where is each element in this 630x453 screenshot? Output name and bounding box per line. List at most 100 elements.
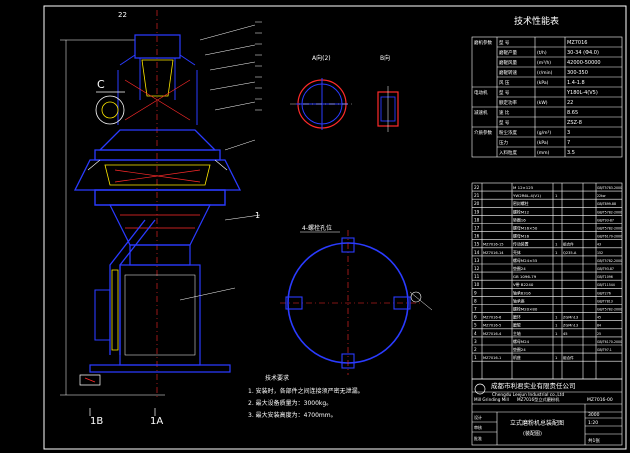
tech-params-row: 介质参数粉尘浓度 (g/m³) 3 bbox=[474, 129, 570, 136]
parts-list-name: 壳体 bbox=[513, 250, 521, 255]
tech-params-unit: (mm) bbox=[537, 150, 550, 156]
parts-list-no: 6 bbox=[474, 315, 477, 320]
note-3: 3. 最大安装高度为：4700mm。 bbox=[248, 411, 337, 419]
parts-list-no: 4 bbox=[474, 331, 477, 336]
product-name: MZ7016型立式磨粉机 bbox=[517, 396, 560, 403]
parts-list-name: GB 1096-79 bbox=[513, 274, 537, 279]
parts-list-qty: 1 bbox=[555, 331, 558, 336]
parts-list-code: MZ7016-1 bbox=[483, 356, 501, 360]
parts-list-name: 螺母M24×55 bbox=[513, 258, 538, 263]
parts-list-no: 12 bbox=[474, 266, 480, 271]
tech-params-name: 型 号 bbox=[499, 119, 510, 126]
parts-list-name: 螺母M16×50 bbox=[513, 226, 538, 231]
parts-list-name: 垫圈24 bbox=[513, 347, 526, 352]
tech-params-name: 粉尘浓度 bbox=[499, 129, 517, 136]
parts-list-no: 22 bbox=[474, 185, 480, 190]
parts-list-material: ZGMn13 bbox=[563, 324, 578, 328]
parts-list-no: 13 bbox=[474, 258, 480, 263]
parts-list-name: 轴承6316 bbox=[513, 290, 531, 295]
company-logo-icon bbox=[474, 383, 486, 395]
technical-requirements-notes: 技术要求 1. 安装时，各部件之间连接须严密无泄漏。 2. 最大设备质量为：30… bbox=[248, 374, 364, 419]
tech-params-group: 磨机参数 bbox=[474, 39, 492, 46]
leader-22-label: 22 bbox=[118, 11, 127, 19]
section-1b-label: 1B bbox=[90, 416, 103, 427]
designer-label: 设计 bbox=[474, 414, 482, 420]
parts-list-remark: 43 bbox=[597, 243, 601, 247]
round-plan-view: 4-螺栓孔位 bbox=[280, 224, 433, 375]
drawing-weight: 3000 bbox=[588, 412, 600, 418]
view-b-label: B向 bbox=[380, 54, 390, 62]
approver-label: 批准 bbox=[474, 435, 482, 441]
parts-list-remark: GB/T5782-2000 bbox=[597, 308, 622, 312]
parts-list-remark: GB/T97.1 bbox=[597, 348, 612, 352]
parts-list-remark: 152 bbox=[597, 251, 603, 255]
parts-list-remark: GB/T6170-2000 bbox=[597, 340, 622, 344]
tech-params-group: 介质参数 bbox=[474, 129, 492, 136]
parts-list-remark: GB/T5782-2000 bbox=[597, 210, 622, 214]
tech-params-title: 技术性能表 bbox=[514, 15, 559, 27]
parts-list-remark: GB/T93-87 bbox=[597, 267, 614, 271]
tech-params-name: 入料粒度 bbox=[499, 149, 517, 156]
parts-list-remark: GB/T1096 bbox=[597, 275, 613, 279]
parts-list-name: 螺母M24 bbox=[513, 339, 530, 344]
parts-list-name: 机座 bbox=[513, 355, 521, 360]
tech-params-row: 磨辊风量(m³/h)42000-50000 bbox=[499, 59, 601, 66]
tech-params-name: 压力 bbox=[499, 139, 508, 146]
checker-label: 审核 bbox=[474, 424, 482, 430]
tech-params-row: 磨辊转速(r/min)300-350 bbox=[499, 69, 588, 76]
section-c-label: C bbox=[97, 78, 105, 91]
parts-list-qty: 1 bbox=[555, 250, 558, 255]
parts-list-remark: GB/T93-87 bbox=[597, 218, 614, 222]
leader-1-label: 1 bbox=[255, 211, 260, 220]
product-name-en: Mill Grinding Mill bbox=[474, 397, 509, 402]
parts-list-material: Q235-A bbox=[563, 251, 577, 255]
parts-list-no: 17 bbox=[474, 226, 480, 231]
parts-list-name: YW2R6L-4(V1) bbox=[513, 193, 542, 198]
parts-list-remark: GB/T7813 bbox=[597, 299, 613, 303]
parts-list-no: 5 bbox=[474, 323, 477, 328]
parts-list-name: M 12×125 bbox=[513, 185, 534, 190]
parts-list-qty: 1 bbox=[555, 315, 558, 320]
tech-params-row: 磨辊产量(t/h)30-34 (Φ4.0) bbox=[499, 49, 599, 56]
parts-list-no: 1 bbox=[474, 355, 477, 360]
tech-params-value: 30-34 (Φ4.0) bbox=[567, 50, 599, 56]
tech-params-value: 300-350 bbox=[567, 70, 588, 76]
mill-elevation-view: C 1B 1A 1 22 bbox=[60, 10, 262, 427]
tech-params-unit: (kPa) bbox=[537, 140, 549, 146]
parts-list-name: 密封螺柱 bbox=[513, 201, 529, 206]
parts-list-qty: 1 bbox=[555, 242, 558, 247]
tech-params-value: 7 bbox=[567, 140, 570, 146]
parts-list-material: ZGMn13 bbox=[563, 316, 578, 320]
tech-params-unit: (kPa) bbox=[537, 80, 549, 86]
parts-list-name: 磨辊 bbox=[513, 323, 521, 328]
parts-list-material: 组合件 bbox=[563, 242, 574, 247]
parts-list-name: 螺母M16 bbox=[513, 234, 530, 239]
parts-list-remark: GB/T899-88 bbox=[597, 202, 616, 206]
tech-params-name: 磨辊转速 bbox=[499, 69, 517, 76]
tech-params-value: 3 bbox=[567, 130, 570, 136]
view-a-detail: A向(2) bbox=[290, 54, 355, 130]
tech-params-name: 磨辊风量 bbox=[499, 59, 517, 66]
tech-params-name: 速 比 bbox=[499, 109, 510, 116]
section-1a-label: 1A bbox=[150, 416, 163, 427]
parts-list-name: 垫圈16 bbox=[513, 217, 526, 222]
tech-params-name: 型 号 bbox=[499, 89, 510, 96]
tech-params-unit: (g/m³) bbox=[537, 130, 551, 136]
